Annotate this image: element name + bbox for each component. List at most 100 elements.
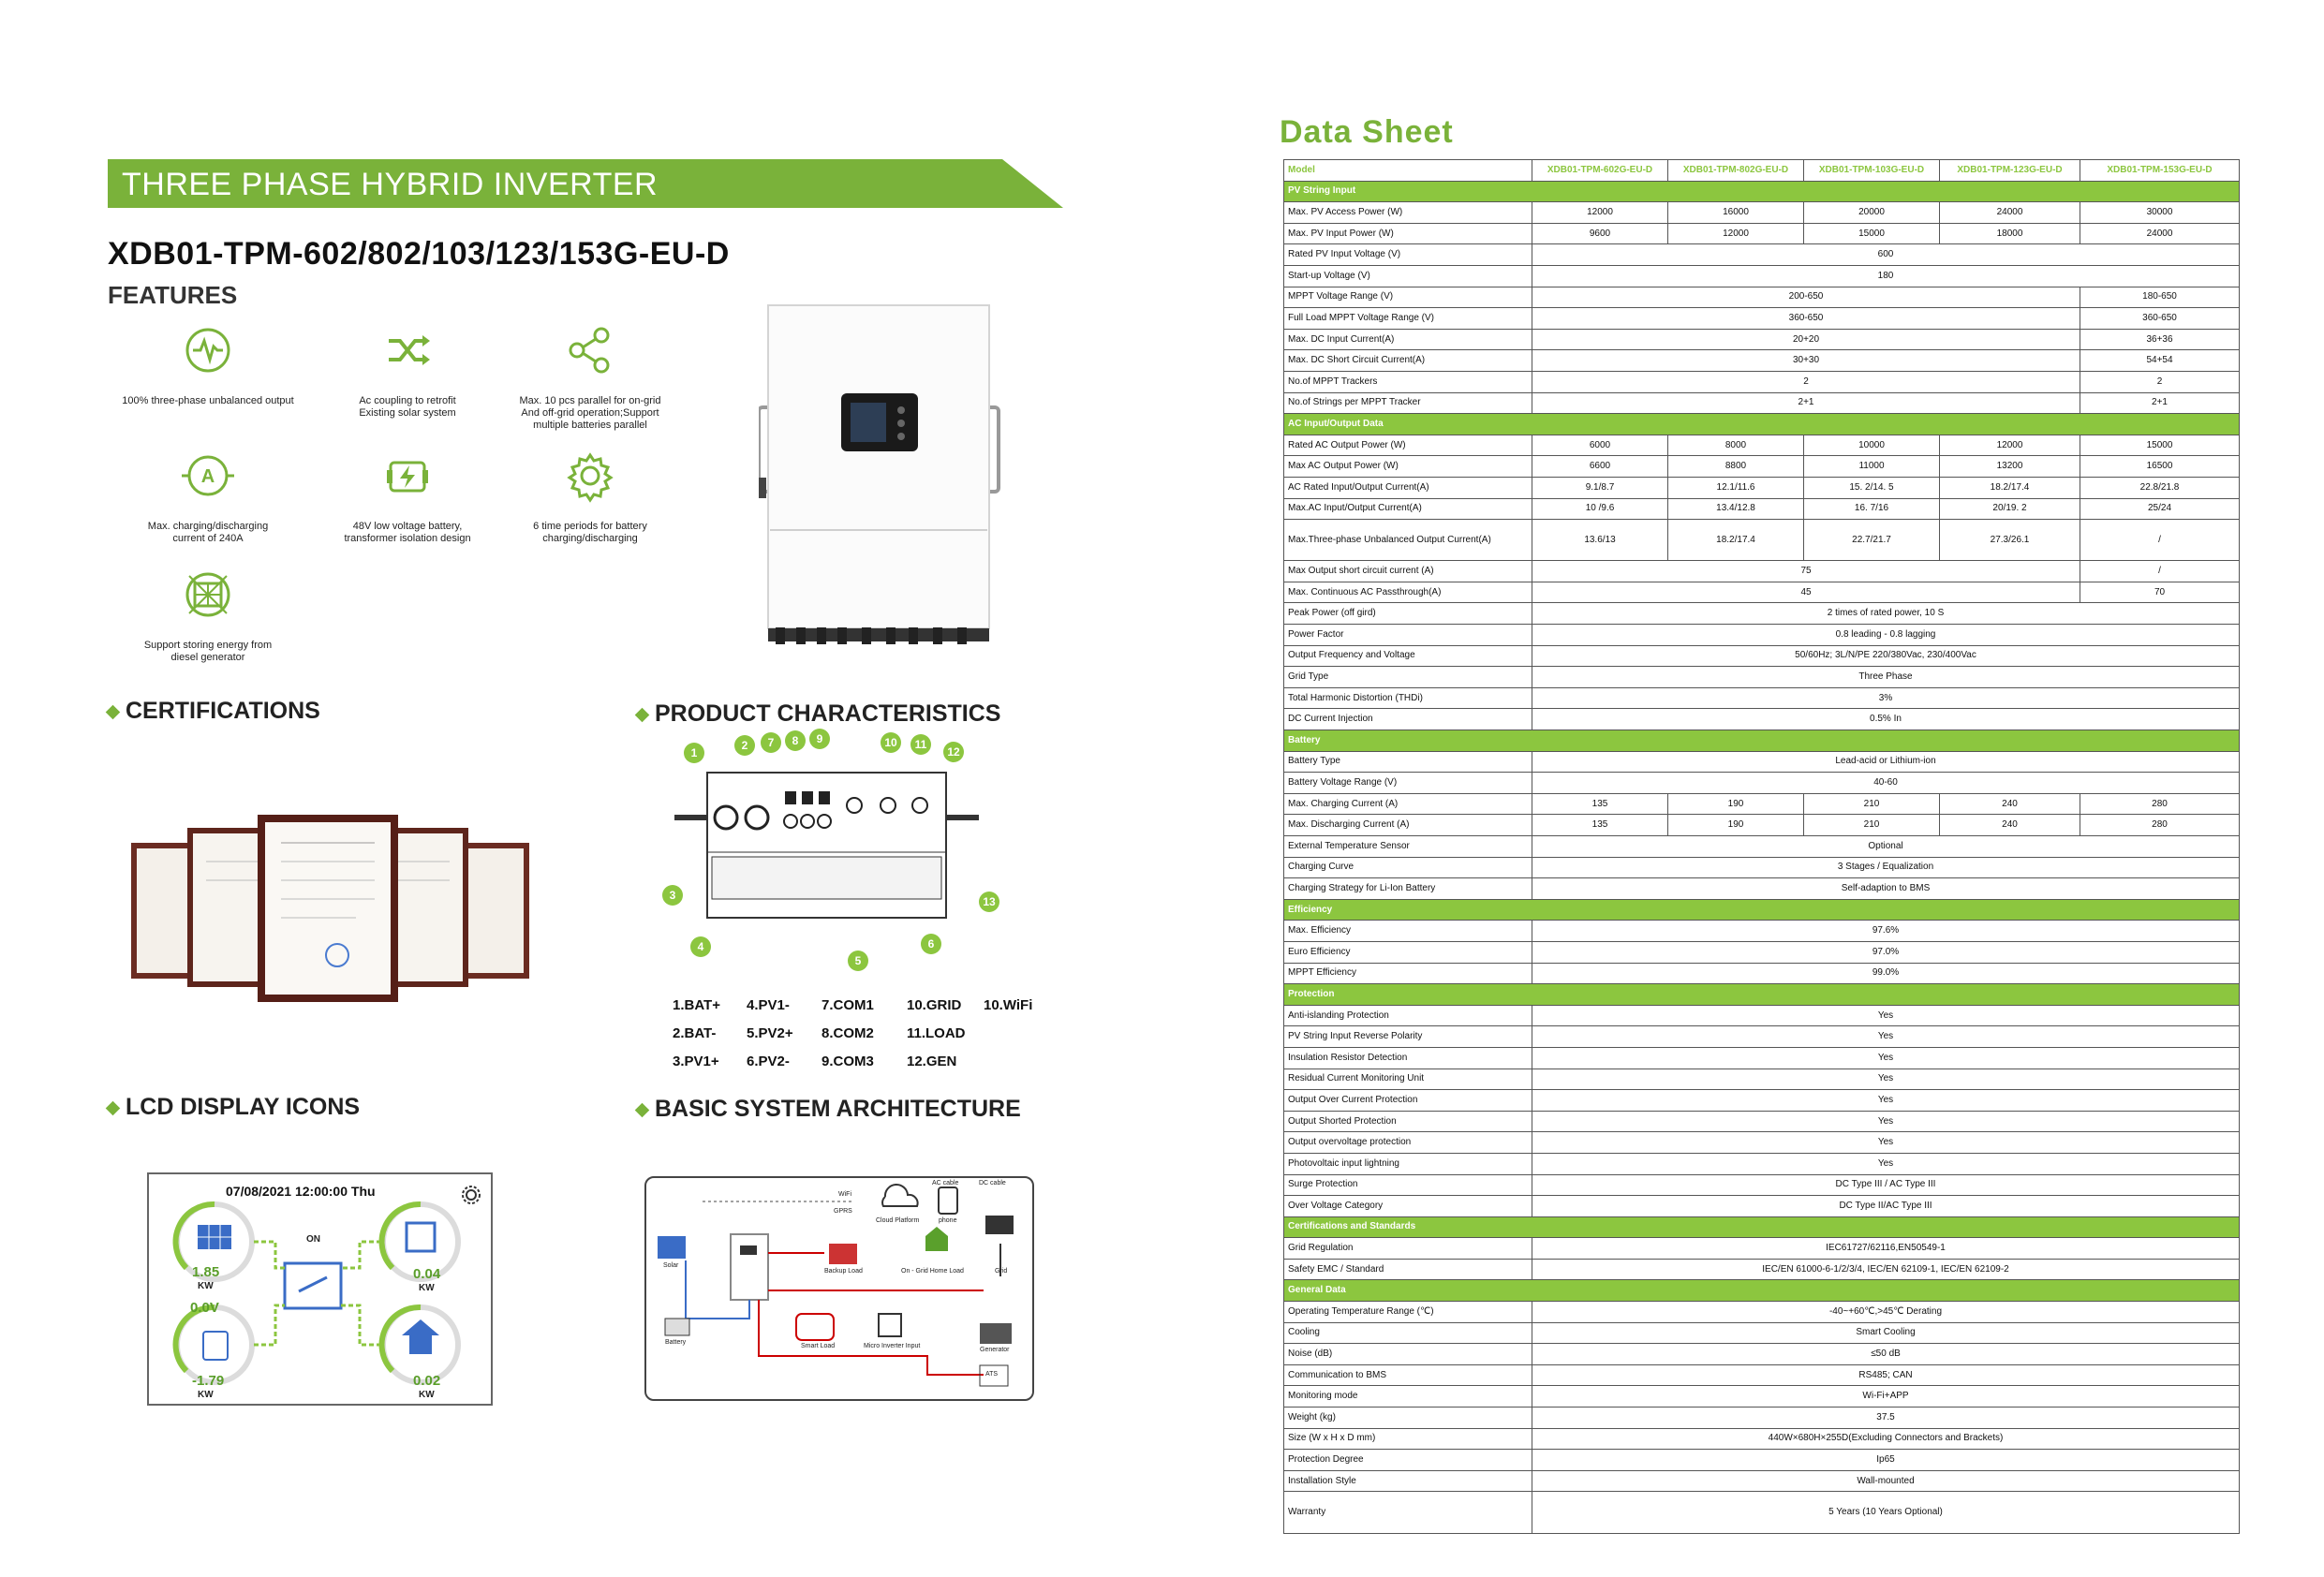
value-cell: 3 Stages / Equalization xyxy=(1532,856,2240,879)
parameter-cell: External Temperature Sensor xyxy=(1283,835,1532,858)
value-cell: 22.8/21.8 xyxy=(2080,476,2240,499)
lcd-display-panel: 07/08/2021 12:00:00 Thu ON 1.85 KW 0.04 … xyxy=(147,1172,493,1406)
value-cell: -40~+60℃,>45℃ Derating xyxy=(1532,1301,2240,1323)
datasheet-section-row: General Data xyxy=(1283,1279,2240,1303)
value-cell: 30000 xyxy=(2080,201,2240,224)
value-cell: 280 xyxy=(2080,814,2240,836)
port-label: 10.WiFi xyxy=(984,997,1033,1013)
svg-text:A: A xyxy=(201,466,215,487)
arch-label: WiFi xyxy=(838,1191,851,1198)
parameter-cell: Rated PV Input Voltage (V) xyxy=(1283,243,1532,266)
value-cell: 240 xyxy=(1939,814,2080,836)
feature-item: 100% three-phase unbalanced output xyxy=(105,322,311,407)
parameter-cell: Battery Voltage Range (V) xyxy=(1283,772,1532,794)
arch-label: Backup Load xyxy=(824,1268,863,1275)
value-cell: 600 xyxy=(1532,243,2240,266)
port-label: 9.COM3 xyxy=(822,1054,874,1069)
arch-label: ATS xyxy=(985,1371,999,1378)
model-header-cell: Model xyxy=(1283,159,1532,182)
datasheet-row: Max.Three-phase Unbalanced Output Curren… xyxy=(1283,519,2240,562)
value-cell: RS485; CAN xyxy=(1532,1363,2240,1387)
section-title-cell: AC Input/Output Data xyxy=(1283,413,2240,435)
value-cell: 15000 xyxy=(2080,434,2240,457)
datasheet-section-row: Protection xyxy=(1283,983,2240,1006)
value-cell: 280 xyxy=(2080,792,2240,816)
value-cell: 360-650 xyxy=(2080,307,2240,330)
port-number-badge: 3 xyxy=(662,885,683,906)
value-cell: 24000 xyxy=(1939,201,2080,224)
arch-label: DC cable xyxy=(979,1180,1006,1186)
port-label: 4.PV1- xyxy=(747,997,790,1013)
datasheet-row: Rated PV Input Voltage (V)600 xyxy=(1283,243,2240,266)
parameter-cell: Weight (kg) xyxy=(1283,1407,1532,1429)
model-name-cell: XDB01-TPM-153G-EU-D xyxy=(2080,159,2240,182)
parameter-cell: Size (W x H x D mm) xyxy=(1283,1427,1532,1451)
inverter-image xyxy=(759,304,1000,644)
system-architecture-diagram: AC cable DC cable WiFi GPRS Cloud Platfo… xyxy=(644,1176,1034,1401)
value-cell: 440W×680H×255D(Excluding Connectors and … xyxy=(1532,1427,2240,1451)
datasheet-section-row: PV String Input xyxy=(1283,180,2240,203)
feature-item: A Max. charging/discharging current of 2… xyxy=(105,448,311,545)
value-cell: 2+1 xyxy=(1532,391,2080,415)
model-name-cell: XDB01-TPM-123G-EU-D xyxy=(1939,159,2080,182)
gear-icon xyxy=(567,452,614,503)
value-cell: 20000 xyxy=(1803,201,1940,224)
value-cell: IEC61727/62116,EN50549-1 xyxy=(1532,1237,2240,1260)
arch-label: On - Grid Home Load xyxy=(901,1268,964,1275)
parameter-cell: Max. Continuous AC Passthrough(A) xyxy=(1283,581,1532,604)
model-name-cell: XDB01-TPM-103G-EU-D xyxy=(1803,159,1940,182)
value-cell: 25/24 xyxy=(2080,497,2240,521)
value-cell: 99.0% xyxy=(1532,962,2240,985)
value-cell: 20/19. 2 xyxy=(1939,497,2080,521)
arch-label: Micro Inverter Input xyxy=(864,1343,921,1349)
datasheet-row: Peak Power (off gird)2 times of rated po… xyxy=(1283,602,2240,626)
lcd-datetime: 07/08/2021 12:00:00 Thu xyxy=(226,1184,376,1199)
value-cell: 75 xyxy=(1532,560,2080,582)
port-number-badge: 13 xyxy=(979,892,999,912)
port-label: 10.GRID xyxy=(907,997,962,1013)
lcd-unit: KW xyxy=(419,1283,435,1293)
port-number-badge: 2 xyxy=(734,735,755,756)
parameter-cell: Over Voltage Category xyxy=(1283,1195,1532,1217)
port-number-badge: 8 xyxy=(785,730,806,751)
parameter-cell: Max AC Output Power (W) xyxy=(1283,455,1532,478)
arch-label: Smart Load xyxy=(801,1343,836,1349)
value-cell: 8800 xyxy=(1667,455,1804,478)
value-cell: Smart Cooling xyxy=(1532,1321,2240,1345)
shuffle-icon xyxy=(389,335,430,365)
lcd-battery-value: -1.79 xyxy=(192,1373,225,1389)
parameter-cell: Grid Type xyxy=(1283,666,1532,688)
pulse-icon xyxy=(185,328,230,373)
value-cell: 13.6/13 xyxy=(1532,519,1668,562)
section-title-cell: Efficiency xyxy=(1283,898,2240,921)
parameter-cell: Output Shorted Protection xyxy=(1283,1110,1532,1133)
parameter-cell: Anti-islanding Protection xyxy=(1283,1004,1532,1027)
parameter-cell: Peak Power (off gird) xyxy=(1283,602,1532,626)
port-number-badge: 5 xyxy=(848,951,868,971)
value-cell: 210 xyxy=(1803,814,1940,836)
value-cell: 2 times of rated power, 10 S xyxy=(1532,602,2240,626)
section-title-cell: General Data xyxy=(1283,1279,2240,1303)
value-cell: 2+1 xyxy=(2080,391,2240,415)
parameter-cell: Battery Type xyxy=(1283,750,1532,774)
lcd-unit: KW xyxy=(419,1390,435,1400)
value-cell: 20+20 xyxy=(1532,328,2080,351)
datasheet-row: Total Harmonic Distortion (THDi)3% xyxy=(1283,686,2240,710)
value-cell: 9600 xyxy=(1532,222,1668,245)
feature-text: 48V low voltage battery, transformer iso… xyxy=(344,521,471,544)
